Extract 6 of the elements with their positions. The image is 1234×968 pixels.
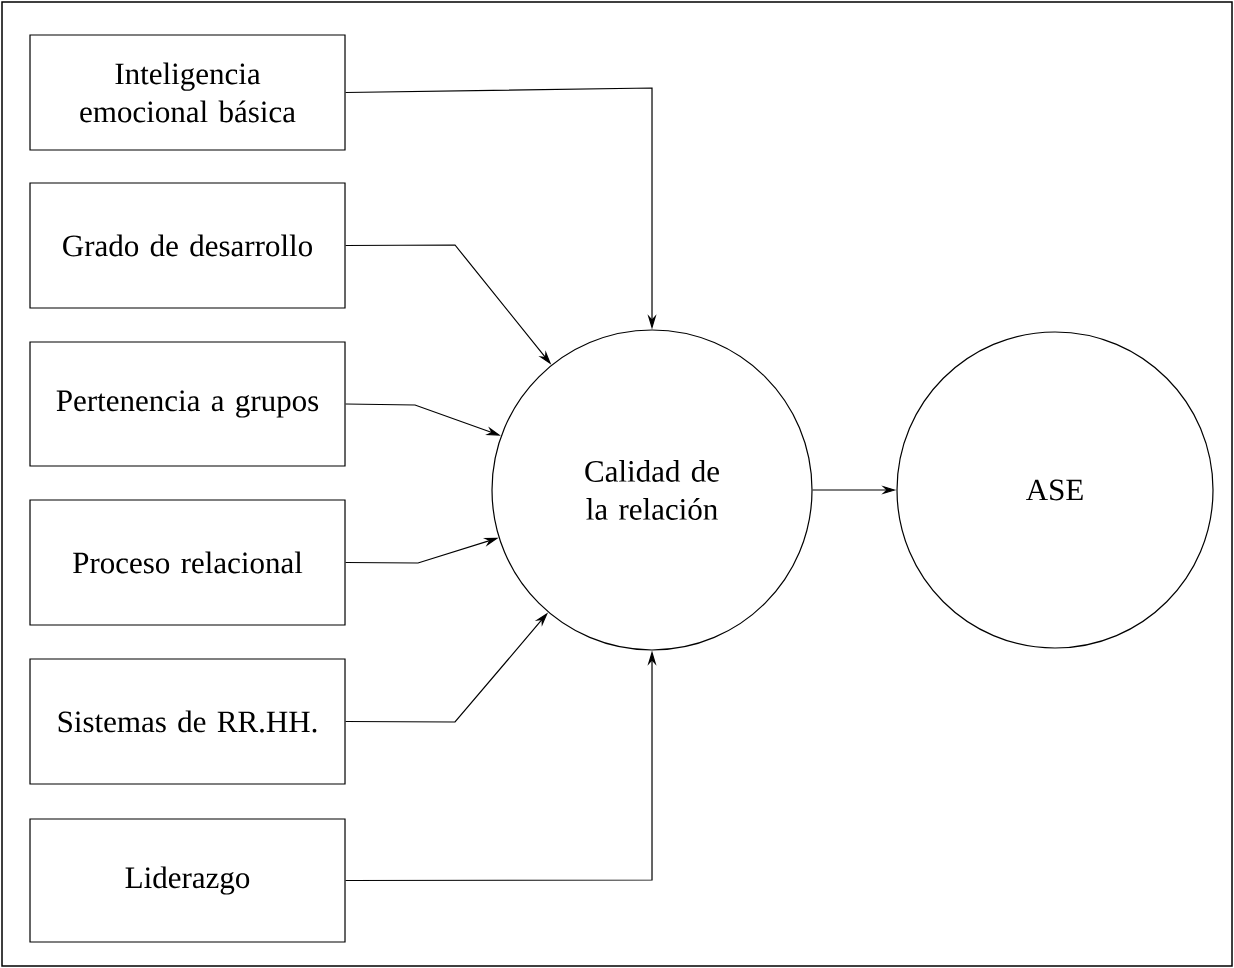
box: Liderazgo xyxy=(29,818,346,943)
box: Inteligencia emocional básica xyxy=(29,34,346,151)
box: Grado de desarrollo xyxy=(29,182,346,309)
box: Sistemas de RR.HH. xyxy=(29,658,346,785)
box: Proceso relacional xyxy=(29,499,346,626)
box: Pertenencia a grupos xyxy=(29,341,346,467)
